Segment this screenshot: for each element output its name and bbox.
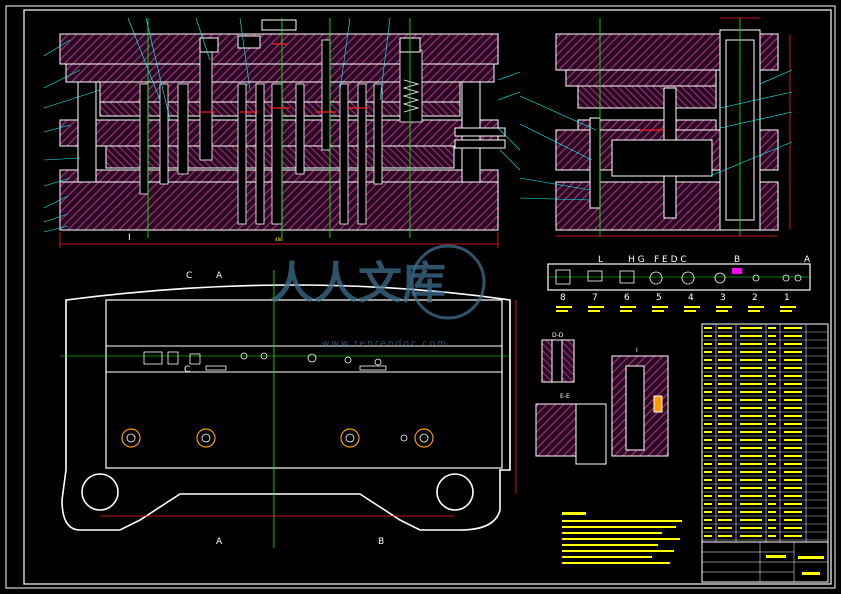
strip-letter-a: A <box>804 255 811 265</box>
title-block <box>701 541 829 583</box>
detail-label-ee: E-E <box>560 393 570 400</box>
strip-station-number: 1 <box>784 293 790 303</box>
inner-frame <box>23 9 832 585</box>
strip-letter-hg: H G <box>628 255 645 265</box>
plan-letter-c: C <box>186 271 192 281</box>
section-mark-i: I <box>128 233 131 243</box>
strip-station-number: 6 <box>624 293 630 303</box>
strip-station-number: 8 <box>560 293 566 303</box>
plan-letter-b-bottom: B <box>378 537 384 547</box>
side-section-view <box>519 17 793 237</box>
strip-station-number: 4 <box>688 293 694 303</box>
watermark-text: 人人文库 <box>270 258 446 309</box>
svg-text:480: 480 <box>275 237 283 242</box>
watermark-url: www.renrendoc.com <box>322 339 448 349</box>
strip-layout: L H G F E D C B A 8 7 6 5 4 3 2 1 <box>547 255 811 312</box>
plan-letter-c-mid: C <box>184 365 190 375</box>
detail-label-i: I <box>636 347 638 354</box>
detail-views: D-D I E-E <box>535 332 669 465</box>
strip-station-number: 3 <box>720 293 726 303</box>
strip-station-number: 5 <box>656 293 662 303</box>
strip-letter-l: L <box>598 255 603 265</box>
watermark: 人人文库 www.renrendoc.com <box>270 244 486 349</box>
technical-notes <box>562 512 682 564</box>
strip-letter-fed: F E D C <box>654 255 687 265</box>
parts-list <box>701 323 829 543</box>
front-section-view: 480 I <box>43 17 521 248</box>
outer-frame <box>5 5 836 589</box>
strip-station-number: 7 <box>592 293 598 303</box>
plan-letter-a-top: A <box>216 271 223 281</box>
strip-letter-b: B <box>734 255 740 265</box>
plan-letter-a-bottom: A <box>216 537 223 547</box>
detail-label-dd: D-D <box>552 332 564 339</box>
strip-station-number: 2 <box>752 293 758 303</box>
plan-view: C A A B C <box>60 270 517 548</box>
